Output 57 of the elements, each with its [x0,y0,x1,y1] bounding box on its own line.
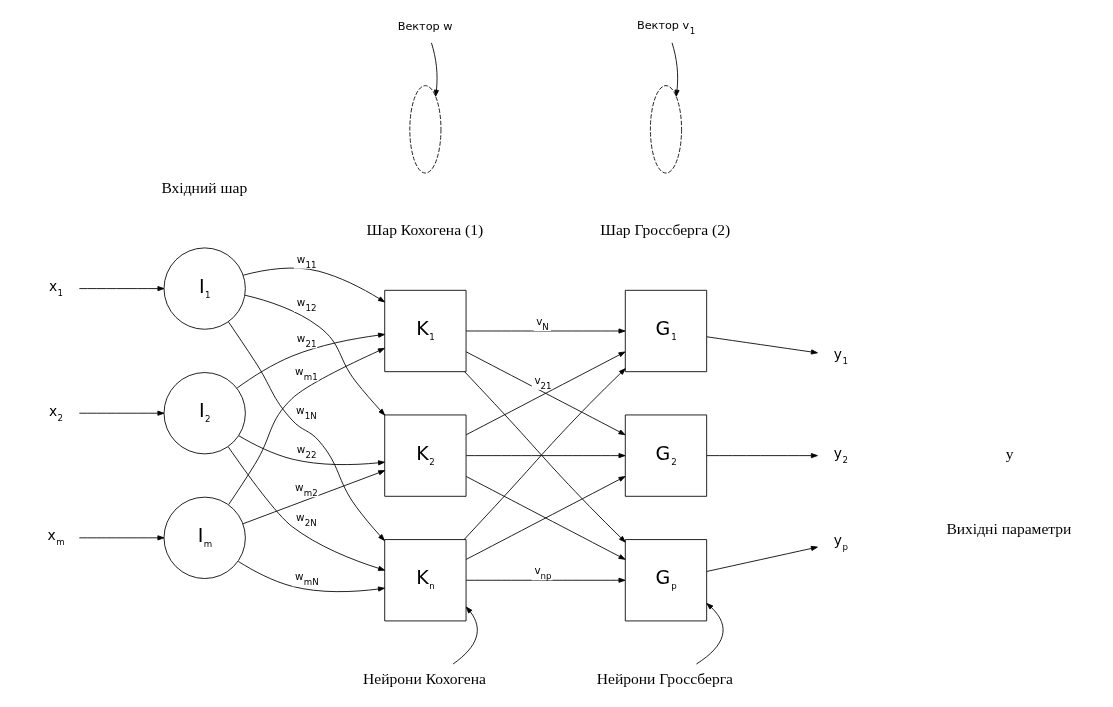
node-box: G$_{2}$ [624,414,708,497]
node-text: x$_{m}$ [47,527,65,548]
label: Вхідний шар [161,178,248,196]
node-box: G$_{1}$ [624,289,708,373]
arrow [78,535,165,541]
arrow [78,410,165,416]
node-text: Нейрони Кохогена [363,669,486,687]
arrow [78,286,165,292]
edge-label: w$_{11}$ [296,252,317,270]
label: Шар Кохогена (1) [366,221,484,239]
label: y [1005,445,1014,463]
edge-label: w$_{2N}$ [296,510,317,528]
node-text: y$_{p}$ [833,531,849,552]
node-text: x$_{1}$ [48,278,64,299]
label: Вихідні параметри [946,519,1072,537]
arrow [238,435,385,466]
edge-label: v$_{np}$ [534,564,552,582]
arrow [465,328,626,334]
arrow [431,42,439,97]
edge-label: v$_{N}$ [536,315,549,333]
edge-label: w$_{22}$ [296,443,317,461]
node-box: G$_{p}$ [624,539,708,622]
arrow [228,347,385,505]
arrow [465,476,626,560]
node-box: K$_{2}$ [384,414,467,497]
arrow [695,603,724,665]
edge-label: w$_{21}$ [296,332,317,350]
node-circle: I$_{1}$ [163,247,246,330]
arrow [227,446,386,571]
edge-label: w$_{m1}$ [295,365,318,383]
edge-label: w$_{1N}$ [296,404,317,422]
node-text: y$_{1}$ [833,345,849,366]
node-box: K$_{n}$ [384,539,467,622]
arrow [465,351,626,436]
edge-label: w$_{m2}$ [295,481,318,499]
node-circle: I$_{m}$ [163,496,246,579]
arrow [227,321,385,541]
arrow [452,606,478,665]
arrow [465,577,626,583]
arrow [465,453,626,459]
edge-label: w$_{mN}$ [295,570,319,588]
node-text: Вектор w [397,20,453,34]
node-text: Нейрони Гроссберга [596,669,733,687]
edge-label: v$_{21}$ [534,373,552,391]
node-circle: I$_{2}$ [163,372,246,455]
arrow [706,453,818,459]
node-box: K$_{1}$ [384,289,467,373]
node-text: x$_{2}$ [48,402,64,423]
label: Шар Гроссберга (2) [600,221,731,239]
edge-label: w$_{12}$ [296,295,317,313]
node-text: y$_{2}$ [833,445,849,466]
arrow [706,545,818,572]
arrow [242,267,385,303]
arrow [671,42,680,97]
node-text: Вектор v$_{1}$ [636,19,696,37]
arrow [237,561,385,593]
arrow [706,336,818,355]
